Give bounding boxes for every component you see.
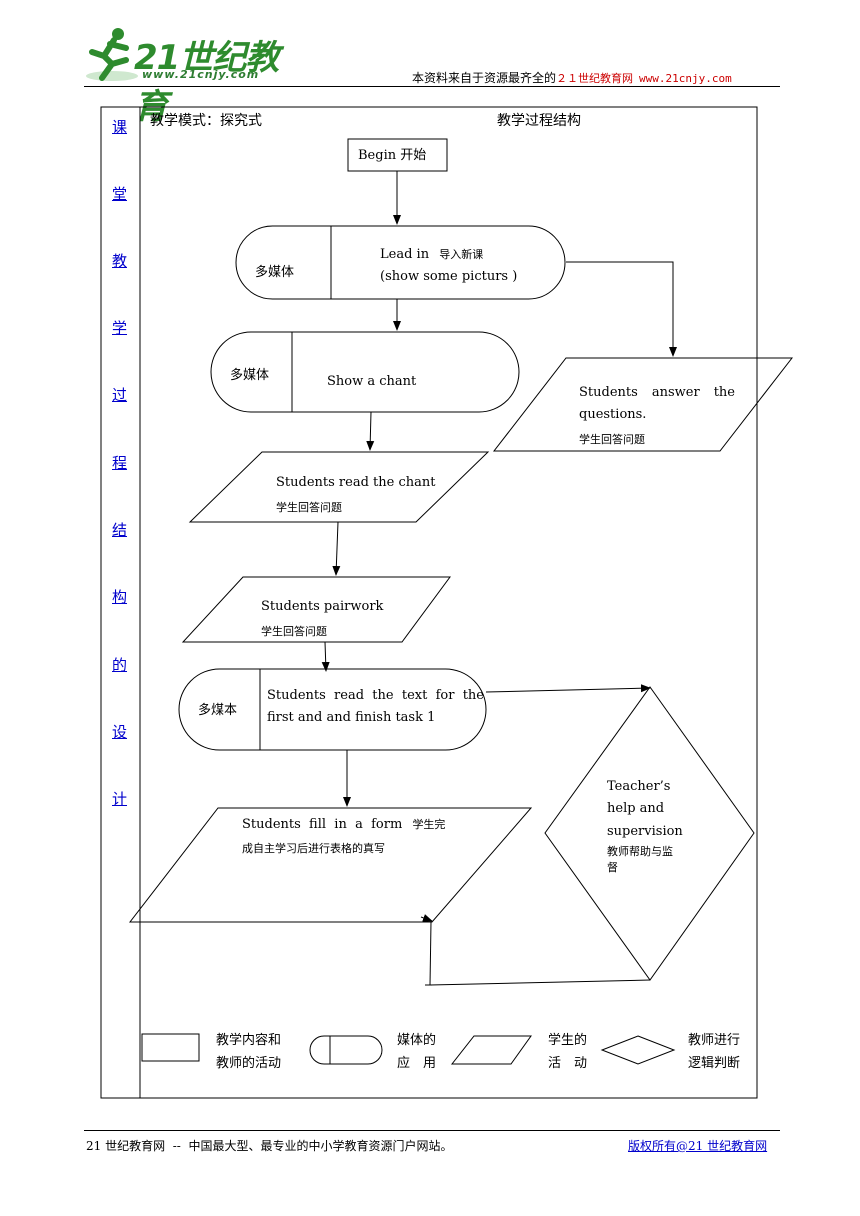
text-line1: Students read the text for the [267, 688, 484, 703]
arrow-form-up [429, 921, 432, 986]
side-title-char[interactable]: 程 [112, 454, 128, 472]
lead-line2: (show some picturs ) [380, 269, 518, 284]
teacher-l2: help and [607, 801, 665, 816]
form-cn2: 成自主学习后进行表格的真写 [242, 842, 385, 855]
teacher-cn2: 督 [607, 861, 618, 874]
answer-word: answer [651, 385, 700, 400]
lead-line1: Lead in 导入新课 [380, 244, 483, 266]
read-chant-en: Students read the chant [276, 475, 436, 490]
copyright-link[interactable]: 版权所有@21 世纪教育网 [628, 1139, 768, 1153]
begin-label: Begin 开始 [358, 148, 427, 163]
arrow-diamond-form [429, 979, 651, 986]
lead-in-terminal [235, 225, 566, 300]
legend-diamond-l2: 逻辑判断 [688, 1056, 741, 1071]
header-note: 本资料来自于资源最齐全的２１世纪教育网 www.21cnjy.com [412, 69, 732, 86]
side-title-char[interactable]: 计 [112, 790, 128, 808]
legend-diamond [600, 1035, 676, 1065]
form-en: Students fill in a form [242, 817, 403, 832]
arrow-lead-answer [566, 261, 677, 357]
arrow-text-diamond [485, 684, 651, 693]
legend-media-l1: 媒体的 [397, 1033, 437, 1048]
legend-para-l1: 学生的 [548, 1033, 588, 1048]
arrow-chant-read [366, 411, 375, 451]
form-cn1: 学生完 [412, 818, 446, 831]
lead-line1-cn: 导入新课 [439, 248, 484, 261]
side-title-char[interactable]: 过 [112, 386, 128, 404]
chant-label: Show a chant [327, 374, 417, 389]
legend-rect [141, 1033, 200, 1062]
side-title-char[interactable]: 构 [112, 588, 128, 606]
side-title-char[interactable]: 设 [112, 723, 128, 741]
logo-url: www.21cnjy.com [142, 68, 260, 81]
pairwork-cn: 学生回答问题 [261, 625, 327, 638]
legend-diamond-l1: 教师进行 [688, 1033, 741, 1048]
legend-rect-l1: 教学内容和 [216, 1033, 282, 1048]
chant-media-label: 多媒体 [230, 368, 270, 383]
legend-parallelogram [450, 1035, 532, 1065]
teaching-mode: 教学模式：探究式 [150, 113, 262, 129]
legend-para-l2: 活 动 [548, 1056, 588, 1071]
footer-left: 21 世纪教育网 -- 中国最大型、最专业的中小学教育资源门户网站。 [86, 1139, 453, 1153]
teacher-l3: supervision [607, 824, 683, 839]
side-title-char[interactable]: 教 [112, 252, 128, 270]
answer-line2: questions. [579, 407, 647, 422]
pairwork-en: Students pairwork [261, 599, 384, 614]
side-title-char[interactable]: 的 [112, 656, 128, 674]
lead-line1-en: Lead in [380, 247, 430, 262]
text-line2: first and and finish task 1 [267, 710, 436, 725]
arrow-form-tip [420, 914, 433, 922]
lead-media-label: 多媒体 [255, 265, 295, 280]
form-parallelogram [128, 807, 533, 923]
pairwork-parallelogram [181, 576, 451, 643]
legend-rect-l2: 教师的活动 [216, 1056, 282, 1071]
header-rule [84, 86, 780, 87]
header-note-prefix: 本资料来自于资源最齐全的 [412, 71, 557, 85]
arrow-pair-text [321, 641, 330, 672]
answer-line1: Students answer the [579, 382, 735, 404]
read-chant-cn: 学生回答问题 [276, 501, 342, 514]
table-frame [100, 106, 758, 1099]
answer-parallelogram [492, 357, 794, 452]
teacher-l1: Teacher’s [607, 779, 671, 794]
structure-title: 教学过程结构 [497, 113, 581, 129]
answer-word: Students [579, 385, 638, 400]
side-title-char[interactable]: 结 [112, 521, 128, 539]
form-line1: Students fill in a form 学生完 [242, 814, 445, 836]
answer-cn: 学生回答问题 [579, 433, 645, 446]
arrow-read-pair [332, 521, 341, 576]
teacher-cn1: 教师帮助与监 [607, 845, 673, 858]
chant-terminal [210, 331, 520, 413]
read-chant-parallelogram [188, 451, 490, 523]
legend-terminal [309, 1035, 383, 1065]
side-title-char[interactable]: 课 [112, 118, 128, 136]
text-media-label: 多煤本 [198, 703, 238, 718]
runner-logo-icon [86, 28, 138, 81]
header-note-url: www.21cnjy.com [639, 72, 732, 85]
side-title-char[interactable]: 堂 [112, 185, 128, 203]
text-terminal [178, 668, 487, 751]
side-title-char[interactable]: 学 [112, 319, 128, 337]
footer-right: 版权所有@21 世纪教育网 [628, 1137, 767, 1154]
legend-media-l2: 应 用 [397, 1056, 437, 1071]
footer-rule [84, 1130, 780, 1131]
answer-word: the [713, 385, 735, 400]
header-note-site: ２１世纪教育网 [556, 72, 634, 85]
